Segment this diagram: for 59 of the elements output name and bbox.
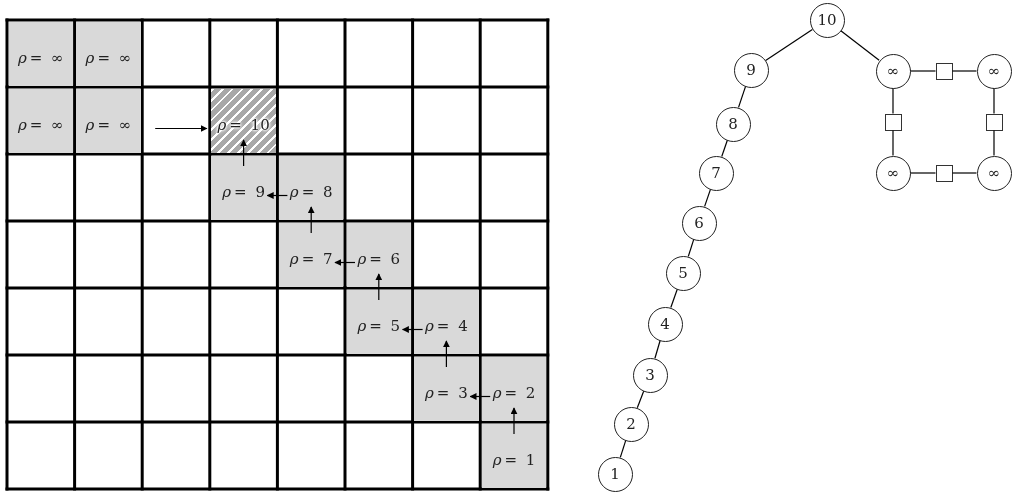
shaded-cell: ρ = 4 xyxy=(414,289,479,354)
shaded-cell: ρ = 6 xyxy=(346,222,412,287)
graph-node-circle: 8 xyxy=(715,106,751,142)
graph-node-circle: 9 xyxy=(733,52,769,88)
graph-node-circle: 2 xyxy=(613,406,649,442)
connector-line xyxy=(909,70,937,72)
arrow xyxy=(307,206,315,234)
shaded-cell: ρ = 7 xyxy=(278,222,344,287)
graph-node-circle: ∞ xyxy=(976,53,1012,89)
shaded-cell: ρ = 8 xyxy=(278,155,344,220)
shaded-cell: ρ = ∞ xyxy=(76,88,141,153)
arrow xyxy=(266,192,288,199)
shaded-cell: ρ = 1 xyxy=(481,423,547,488)
graph-node-circle: 3 xyxy=(632,357,668,393)
connector-line xyxy=(654,340,661,359)
connector-line xyxy=(909,172,937,174)
connector-line xyxy=(737,86,747,108)
graph-node-circle: ∞ xyxy=(976,155,1012,191)
shaded-cell: ρ = 9 xyxy=(211,155,276,220)
connector-line xyxy=(636,390,645,409)
shaded-cell: ρ = ∞ xyxy=(8,88,74,153)
shaded-cell: ρ = 3 xyxy=(414,356,479,421)
arrow xyxy=(510,407,518,435)
square-node xyxy=(935,62,953,80)
connector-line xyxy=(993,87,995,115)
connector-line xyxy=(765,29,813,61)
connector-line xyxy=(840,30,880,61)
connector-line xyxy=(951,172,978,174)
connector-line xyxy=(951,70,978,72)
graph-node-circle: 4 xyxy=(647,306,683,342)
arrow xyxy=(154,125,208,132)
shaded-cell: ρ = 5 xyxy=(346,289,412,354)
graph-node-circle: 5 xyxy=(665,255,701,291)
arrow xyxy=(375,273,383,301)
connector-line xyxy=(993,129,995,157)
square-node xyxy=(985,113,1003,131)
connector-line xyxy=(687,239,695,257)
connector-line xyxy=(721,139,728,158)
graph-node-circle: 1 xyxy=(597,456,633,492)
arrow xyxy=(442,340,450,368)
connector-line xyxy=(704,188,711,208)
connector-line xyxy=(619,440,627,458)
square-node xyxy=(884,113,902,131)
graph-node-circle: ∞ xyxy=(875,53,911,89)
connector-line xyxy=(670,288,678,309)
arrow xyxy=(240,139,248,167)
shaded-cell: ρ = ∞ xyxy=(76,21,141,86)
connector-line xyxy=(892,87,894,115)
shaded-cell: ρ = 2 xyxy=(481,356,547,421)
connector-line xyxy=(892,129,894,157)
graph-node-circle: ∞ xyxy=(875,155,911,191)
arrow xyxy=(334,259,356,266)
arrow xyxy=(401,326,424,333)
shaded-cell: ρ = ∞ xyxy=(8,21,74,86)
square-node xyxy=(935,164,953,182)
arrow xyxy=(469,393,491,400)
graph-node-circle: 7 xyxy=(698,155,734,191)
graph-node-circle: 6 xyxy=(681,205,717,241)
graph-node-circle: 10 xyxy=(809,2,845,38)
